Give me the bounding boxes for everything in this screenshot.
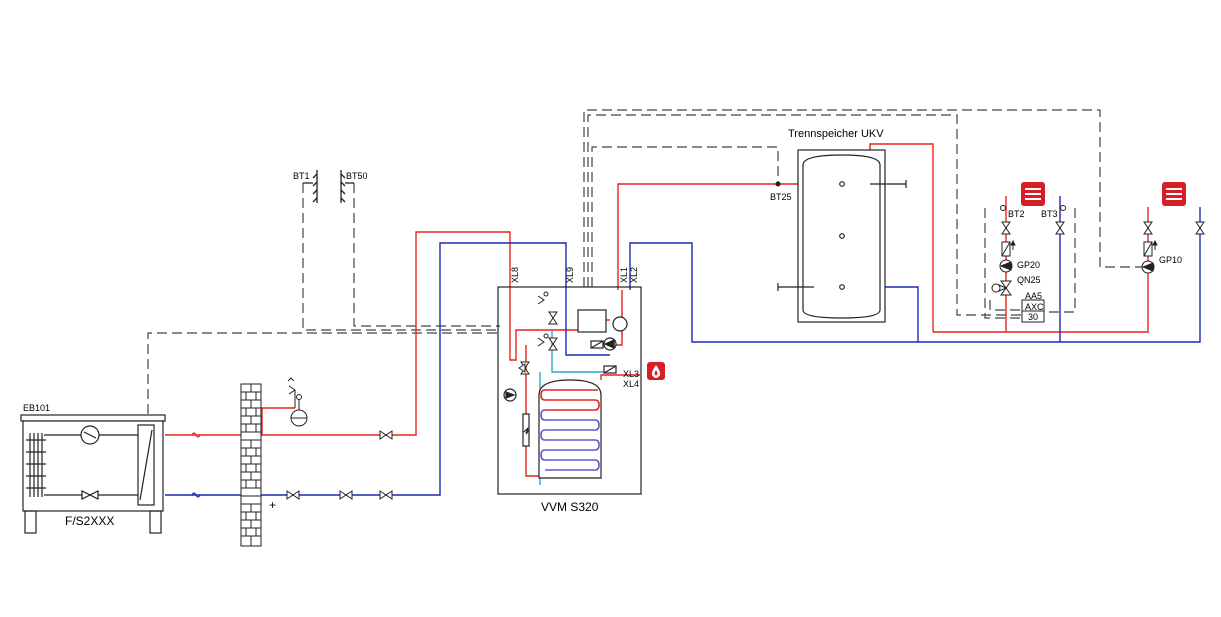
xl2-label: XL2 bbox=[629, 267, 639, 283]
xl3-label: XL3 bbox=[623, 369, 639, 379]
flow-arrows bbox=[1010, 239, 1158, 250]
gp10-label: GP10 bbox=[1159, 255, 1182, 265]
bt25-sensor bbox=[775, 181, 781, 187]
eb101-label: EB101 bbox=[23, 403, 50, 413]
circulation-pump-icon bbox=[612, 316, 628, 332]
indoor-model-label: VVM S320 bbox=[541, 500, 599, 514]
hot-water-tank bbox=[538, 379, 602, 479]
heatpump-model-label: F/S2XXX bbox=[65, 514, 114, 528]
axc-label: AXC bbox=[1025, 302, 1044, 312]
expansion-vessel bbox=[287, 377, 308, 427]
fill-point-marker: + bbox=[269, 498, 276, 512]
flex-connectors bbox=[191, 432, 201, 438]
gp20-label: GP20 bbox=[1017, 260, 1040, 270]
bt2-label: BT2 bbox=[1008, 209, 1025, 219]
qn25-label: QN25 bbox=[1017, 275, 1041, 285]
buffer-title: Trennspeicher UKV bbox=[788, 128, 884, 140]
buffer-tank bbox=[777, 149, 907, 323]
radiator-icon-2 bbox=[1162, 182, 1186, 206]
axc-number: 30 bbox=[1028, 312, 1038, 322]
outdoor-sensor-bt1 bbox=[303, 170, 318, 203]
hot-water-coil bbox=[540, 389, 600, 471]
flex-connectors-return bbox=[191, 492, 201, 498]
mixing-valve-qn25 bbox=[1000, 280, 1012, 289]
radiator-icon bbox=[1021, 182, 1045, 206]
expansion-valve-icon bbox=[81, 490, 92, 500]
evaporator-coil bbox=[26, 433, 46, 497]
direct-circuit bbox=[1141, 221, 1205, 274]
room-sensor-bt50 bbox=[340, 170, 354, 203]
aa5-label: AA5 bbox=[1025, 291, 1042, 301]
water-drop-icon bbox=[647, 362, 665, 380]
bt50-label: BT50 bbox=[346, 171, 368, 181]
outdoor-unit bbox=[20, 414, 166, 534]
xl9-label: XL9 bbox=[565, 267, 575, 283]
indoor-unit bbox=[497, 286, 642, 495]
shutoff-valves bbox=[286, 430, 393, 500]
mixing-circuit bbox=[991, 205, 1066, 323]
return-lines bbox=[165, 196, 1201, 496]
signal-lines bbox=[147, 109, 1146, 414]
building-wall bbox=[240, 383, 262, 547]
bt25-label: BT25 bbox=[770, 192, 792, 202]
bt1-label: BT1 bbox=[293, 171, 310, 181]
xl4-label: XL4 bbox=[623, 379, 639, 389]
xl8-label: XL8 bbox=[510, 267, 520, 283]
bt3-label: BT3 bbox=[1041, 209, 1058, 219]
internal-valves bbox=[518, 291, 558, 375]
xl1-label: XL1 bbox=[619, 267, 629, 283]
